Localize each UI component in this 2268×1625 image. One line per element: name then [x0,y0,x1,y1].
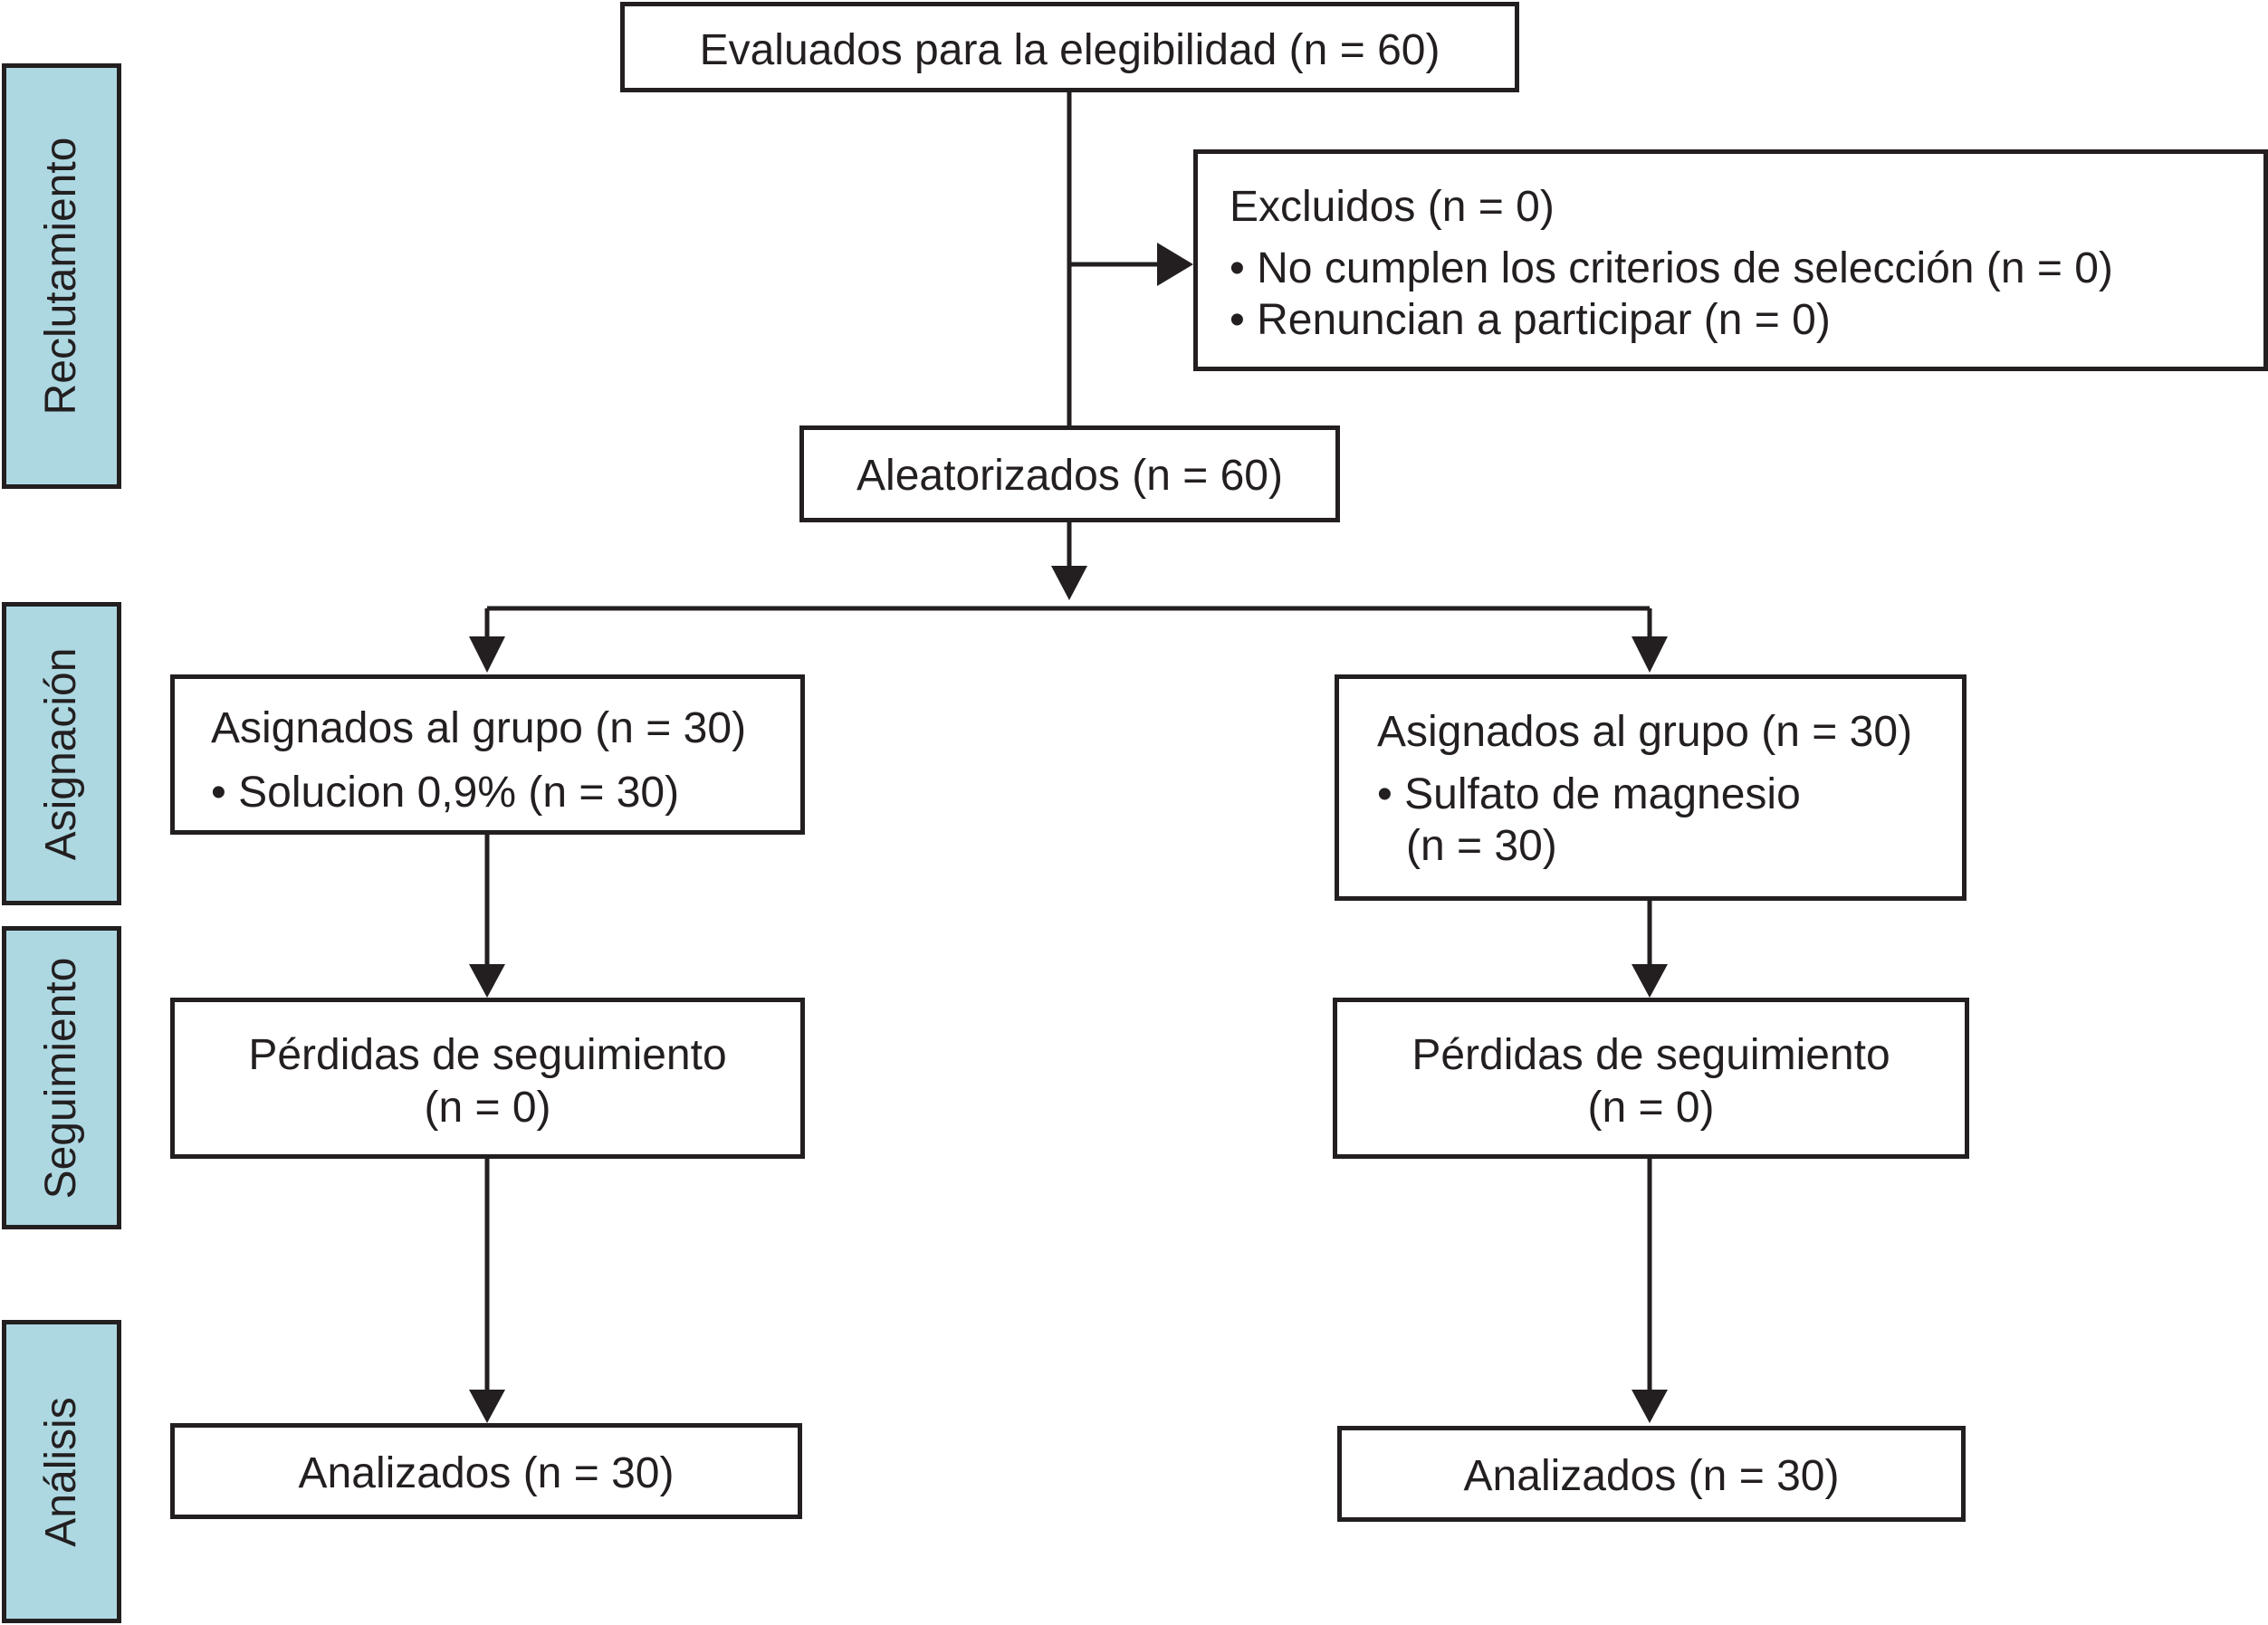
excluded-box: Excluidos (n = 0) • No cumplen los crite… [1193,149,2268,371]
randomized-box: Aleatorizados (n = 60) [799,425,1340,522]
stage-allocation: Asignación [2,602,121,905]
right-followup-line2: (n = 0) [1587,1084,1715,1132]
right-analysis-box: Analizados (n = 30) [1337,1426,1966,1522]
right-followup-box: Pérdidas de seguimiento (n = 0) [1333,998,1969,1159]
stage-analysis-label: Análisis [37,1396,85,1547]
stage-follow-up-label: Seguimiento [37,957,85,1199]
stage-recruitment-label: Reclutamiento [37,137,85,416]
right-allocation-title: Asignados al grupo (n = 30) [1377,708,1913,756]
right-analysis-text: Analizados (n = 30) [1463,1452,1840,1500]
stage-analysis: Análisis [2,1320,121,1623]
excluded-item: • No cumplen los criterios de selección … [1230,244,2113,292]
arrow-to-right-analysis [1632,1390,1668,1423]
left-followup-line2: (n = 0) [424,1084,551,1132]
left-followup-line1: Pérdidas de seguimiento [248,1031,727,1079]
excluded-item: • Renuncian a participar (n = 0) [1230,296,1831,344]
arrow-to-split [1051,566,1087,600]
left-followup-box: Pérdidas de seguimiento (n = 0) [170,998,805,1159]
arrow-to-right-followup [1632,964,1668,998]
arrow-to-left-allocation [469,636,505,673]
left-analysis-box: Analizados (n = 30) [170,1423,802,1519]
arrow-to-left-analysis [469,1390,505,1423]
eligibility-text: Evaluados para la elegibilidad (n = 60) [699,26,1440,74]
stage-recruitment: Reclutamiento [2,63,121,489]
eligibility-box: Evaluados para la elegibilidad (n = 60) [620,2,1519,92]
right-allocation-box: Asignados al grupo (n = 30) • Sulfato de… [1335,674,1967,901]
excluded-title: Excluidos (n = 0) [1230,183,1555,231]
arrow-to-left-followup [469,964,505,998]
arrow-to-excluded [1157,243,1193,286]
right-allocation-item: • Sulfato de magnesio [1377,770,1801,818]
randomized-text: Aleatorizados (n = 60) [856,452,1283,500]
left-analysis-text: Analizados (n = 30) [298,1449,675,1497]
left-allocation-item: • Solucion 0,9% (n = 30) [211,769,680,817]
right-allocation-item-count: (n = 30) [1406,822,1557,870]
left-allocation-title: Asignados al grupo (n = 30) [211,704,747,752]
arrow-to-right-allocation [1632,636,1668,673]
left-allocation-box: Asignados al grupo (n = 30) • Solucion 0… [170,674,805,835]
right-followup-line1: Pérdidas de seguimiento [1412,1031,1890,1079]
stage-follow-up: Seguimiento [2,926,121,1229]
stage-allocation-label: Asignación [37,647,85,860]
